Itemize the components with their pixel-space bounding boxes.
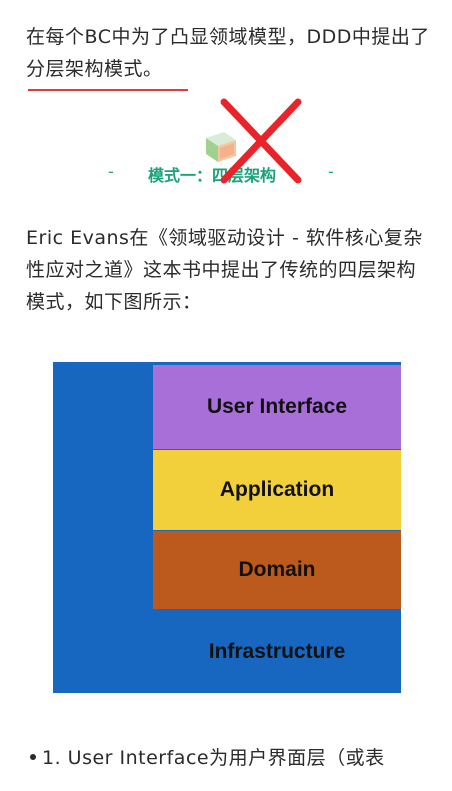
- bullet-icon: [30, 753, 36, 760]
- section-dash-right: -: [328, 162, 334, 181]
- layer-user-interface: User Interface: [153, 365, 401, 449]
- layer-application: Application: [153, 450, 401, 530]
- cube-icon: [206, 132, 236, 162]
- section-title: 模式一：四层架构: [148, 166, 277, 185]
- list-item: 1. User Interface为用户界面层（或表: [30, 742, 430, 774]
- intro-paragraph: 在每个BC中为了凸显领域模型，DDD中提出了分层架构模式。: [26, 26, 430, 80]
- list-item-text: 1. User Interface为用户界面层（或表: [42, 747, 385, 769]
- layered-architecture-diagram: User Interface Application Domain Infras…: [53, 362, 401, 693]
- section-heading: - 模式一：四层架构 -: [0, 162, 452, 188]
- layer-infrastructure: Infrastructure: [208, 640, 346, 663]
- evans-paragraph: Eric Evans在《领域驱动设计 - 软件核心复杂性应对之道》这本书中提出了…: [26, 227, 423, 313]
- cross-icon: [220, 98, 302, 184]
- section-dash-left: -: [108, 162, 114, 181]
- layer-domain: Domain: [153, 531, 401, 609]
- highlight-underline: [28, 89, 188, 91]
